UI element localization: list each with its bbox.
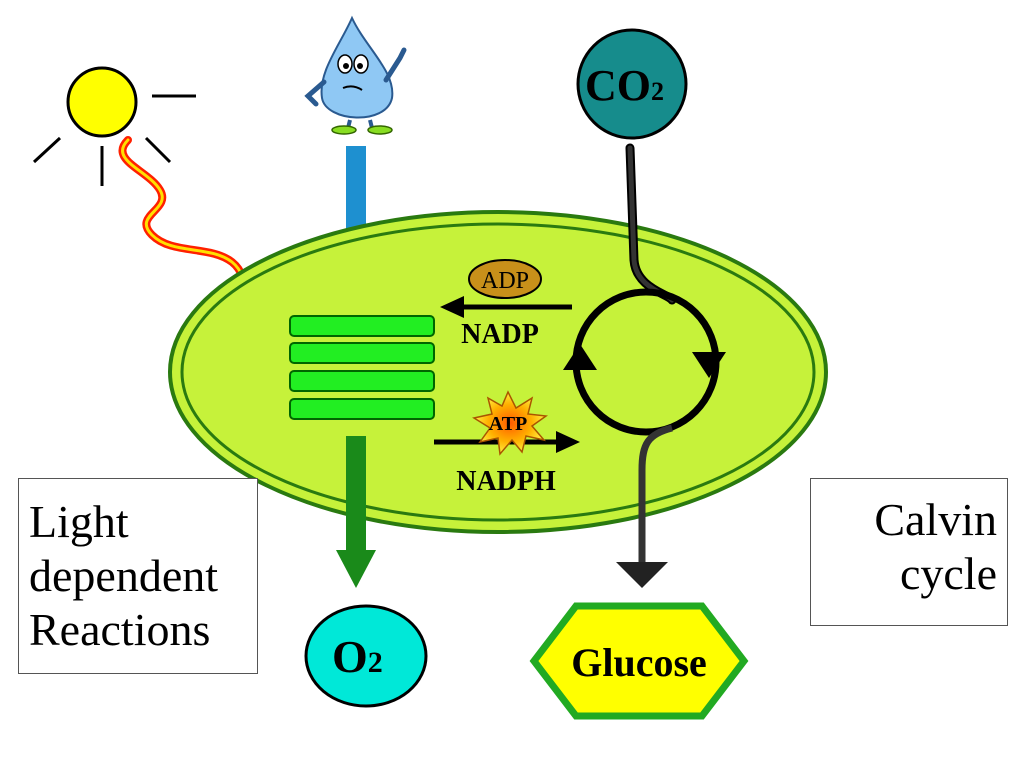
light-label-line2: dependent xyxy=(29,550,219,601)
calvin-label-line1: Calvin xyxy=(874,494,997,545)
co2-molecule: CO2 xyxy=(576,28,688,140)
water-drop-icon xyxy=(304,15,407,135)
cycle-arrow-right xyxy=(692,352,726,378)
sun-icon xyxy=(32,66,196,186)
adp-molecule: ADP xyxy=(468,259,542,299)
cycle-arrow-left xyxy=(563,344,597,370)
atp-nadph-arrow xyxy=(434,431,580,453)
calvin-cycle-label: Calvin cycle xyxy=(810,478,1008,626)
light-dependent-reactions-label: Light dependent Reactions xyxy=(18,478,258,674)
glucose-molecule: Glucose xyxy=(529,602,749,720)
svg-text:ATP: ATP xyxy=(489,413,528,435)
glucose-arrowhead xyxy=(616,562,668,588)
atp-molecule: ATP xyxy=(472,390,549,456)
calvin-cycle xyxy=(563,143,726,588)
nadp-label: NADP xyxy=(461,319,539,350)
svg-text:ADP: ADP xyxy=(481,268,529,294)
calvin-label-line2: cycle xyxy=(899,548,997,599)
oxygen-arrow xyxy=(336,436,376,588)
nadph-label: NADPH xyxy=(456,466,556,497)
adp-nadp-arrow xyxy=(440,296,572,318)
o2-molecule: O2 xyxy=(304,604,428,708)
light-label-line1: Light xyxy=(29,496,129,547)
svg-text:Glucose: Glucose xyxy=(571,640,707,685)
svg-text:O2: O2 xyxy=(332,631,383,682)
svg-text:CO2: CO2 xyxy=(585,61,664,110)
light-label-line3: Reactions xyxy=(29,604,211,655)
thylakoid-stack xyxy=(289,315,435,420)
